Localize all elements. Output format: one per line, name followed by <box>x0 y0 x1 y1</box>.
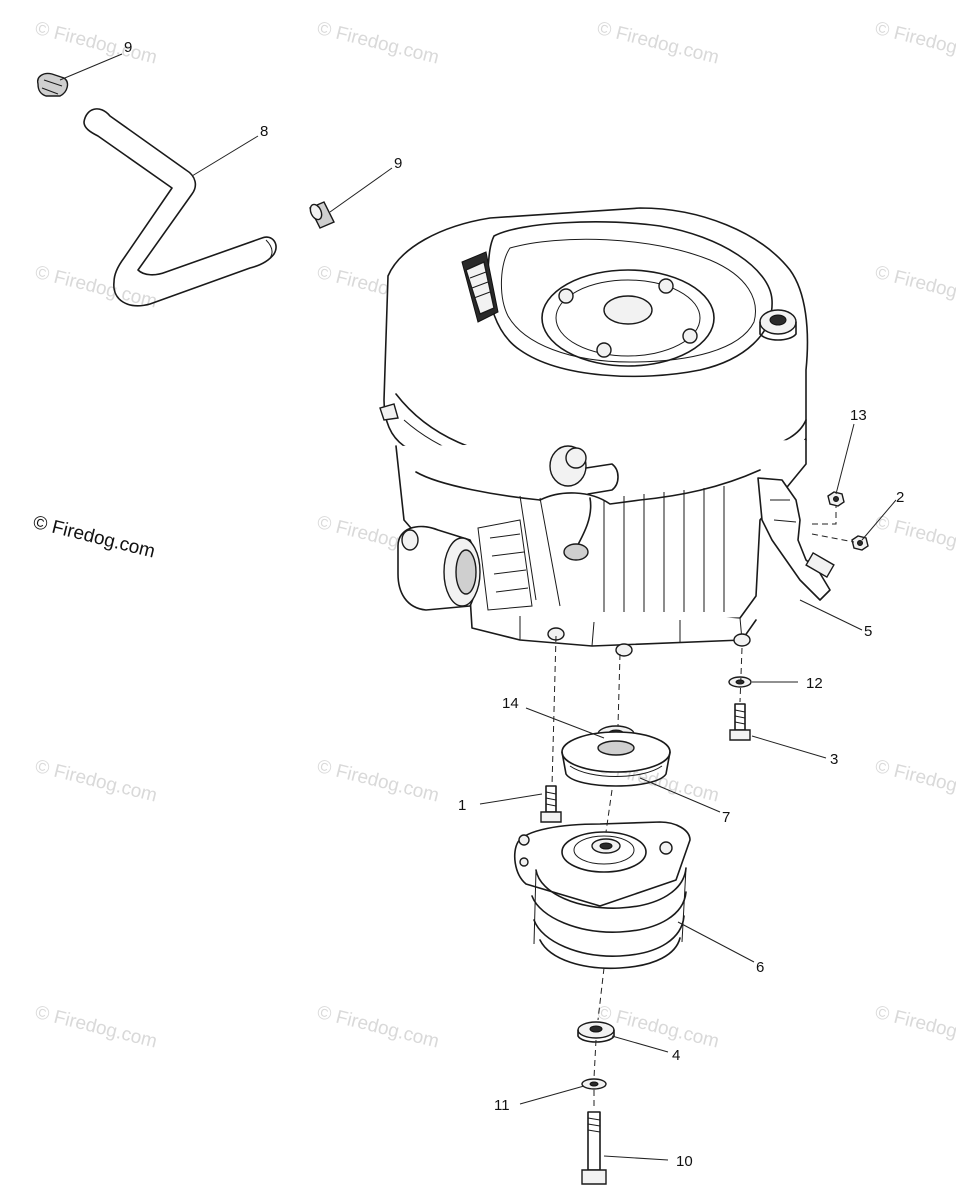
leader-line <box>519 1085 585 1105</box>
axis-line <box>811 533 855 543</box>
callout-3: 3 <box>830 751 838 768</box>
callout-10: 10 <box>676 1153 693 1170</box>
axis-line <box>605 789 613 833</box>
axis-line <box>617 653 621 727</box>
pulley-part-7 <box>561 731 671 787</box>
callout-8: 8 <box>260 123 268 140</box>
clutch-part-6 <box>513 821 691 970</box>
callout-5: 5 <box>864 623 872 640</box>
axis-line <box>593 1039 597 1079</box>
leader-line <box>861 499 897 541</box>
axis-line <box>597 967 605 1021</box>
axis-line <box>812 506 837 525</box>
bolt-part-1 <box>540 785 562 823</box>
callout-14: 14 <box>502 695 519 712</box>
nut-part-13 <box>827 491 845 507</box>
leader-line <box>751 735 827 759</box>
callout-9: 9 <box>124 39 132 56</box>
callout-1: 1 <box>458 797 466 814</box>
clamp-part-9a <box>37 72 69 97</box>
leader-line <box>603 1155 669 1161</box>
leader-line <box>799 599 863 631</box>
washer-part-12 <box>728 676 752 688</box>
leader-line <box>329 167 393 213</box>
leader-line <box>639 777 721 813</box>
callout-12: 12 <box>806 675 823 692</box>
leader-line <box>525 707 605 739</box>
lockwasher-part-11 <box>581 1078 607 1090</box>
callout-2: 2 <box>896 489 904 506</box>
callout-9: 9 <box>394 155 402 172</box>
leader-line <box>677 921 755 963</box>
callout-7: 7 <box>722 809 730 826</box>
axis-line <box>739 647 743 703</box>
callout-11: 11 <box>494 1097 510 1114</box>
callout-13: 13 <box>850 407 867 424</box>
sleeve-part-9b <box>309 201 335 229</box>
hose-part-8 <box>83 108 277 307</box>
engine-assembly <box>379 207 835 657</box>
leader-line <box>835 423 855 495</box>
leader-line <box>59 53 123 81</box>
bolt-part-10 <box>581 1111 607 1185</box>
leader-line <box>479 793 543 805</box>
leader-line <box>611 1035 669 1053</box>
leader-line <box>191 135 259 177</box>
callout-4: 4 <box>672 1047 680 1064</box>
bolt-part-3 <box>729 703 751 741</box>
axis-line <box>551 635 557 787</box>
washer-part-4 <box>577 1021 615 1043</box>
callout-6: 6 <box>756 959 764 976</box>
nut-part-2 <box>851 535 869 551</box>
